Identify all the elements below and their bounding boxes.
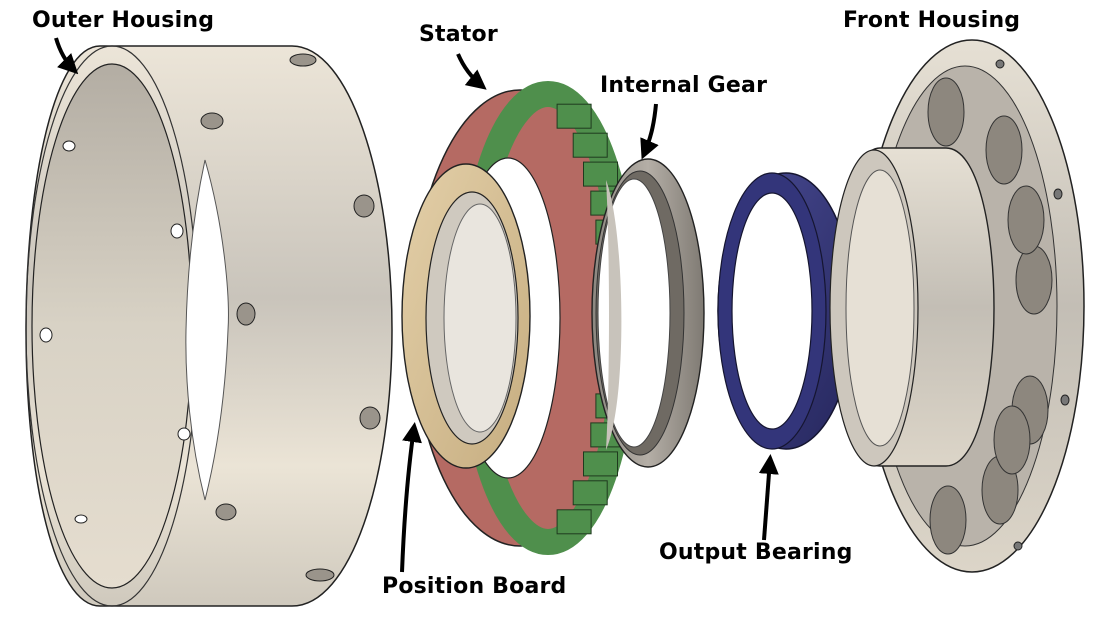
position-board-bore-inner bbox=[443, 203, 517, 433]
label-front-housing: Front Housing bbox=[843, 8, 1021, 33]
label-outer-housing: Outer Housing bbox=[32, 8, 215, 33]
arrow-position-board bbox=[400, 422, 422, 573]
stator-coil bbox=[572, 480, 608, 506]
arrow-outer-housing bbox=[54, 37, 79, 75]
mount-hole bbox=[1053, 188, 1063, 200]
front-housing-window bbox=[1015, 245, 1053, 315]
outer-housing-inner-bore bbox=[31, 63, 193, 589]
stator-coil bbox=[556, 509, 592, 535]
stator-coil bbox=[583, 161, 618, 187]
arrow-stator bbox=[456, 53, 487, 90]
mount-hole bbox=[200, 112, 224, 130]
front-housing-hub-bore bbox=[845, 169, 915, 447]
front-housing-window bbox=[993, 405, 1031, 475]
front-housing-window bbox=[985, 115, 1023, 185]
mount-hole bbox=[74, 514, 88, 524]
mount-hole bbox=[995, 59, 1005, 69]
output-bearing-part bbox=[717, 172, 855, 450]
mount-hole bbox=[1060, 394, 1070, 406]
label-output-bearing: Output Bearing bbox=[659, 540, 853, 565]
mount-hole bbox=[39, 327, 53, 343]
arrow-internal-gear bbox=[640, 103, 659, 160]
stator-coil bbox=[572, 132, 608, 158]
mount-hole bbox=[289, 53, 317, 67]
internal-gear-shadow bbox=[606, 180, 622, 450]
mount-hole bbox=[236, 302, 256, 326]
mount-hole bbox=[177, 427, 191, 441]
label-internal-gear: Internal Gear bbox=[600, 73, 768, 98]
mount-hole bbox=[170, 223, 184, 239]
label-stator: Stator bbox=[419, 22, 498, 47]
callout-arrows bbox=[54, 37, 779, 573]
front-housing-part bbox=[829, 39, 1085, 573]
arrow-output-bearing bbox=[758, 454, 779, 541]
outer-housing-opening bbox=[185, 159, 229, 501]
position-board-part bbox=[401, 163, 531, 469]
mount-hole bbox=[305, 568, 335, 582]
label-position-board: Position Board bbox=[382, 574, 567, 599]
front-housing-window bbox=[1007, 185, 1045, 255]
mount-hole bbox=[1013, 541, 1023, 551]
front-housing-windows bbox=[927, 77, 1053, 555]
stator-coil bbox=[556, 103, 592, 129]
outer-housing-part bbox=[25, 45, 393, 607]
stator-coil bbox=[583, 451, 618, 477]
mount-hole bbox=[353, 194, 375, 218]
output-bearing-bore bbox=[731, 192, 813, 430]
mount-hole bbox=[359, 406, 381, 430]
mount-hole bbox=[215, 503, 237, 521]
front-housing-window bbox=[929, 485, 967, 555]
internal-gear-part bbox=[591, 158, 705, 468]
front-housing-window bbox=[927, 77, 965, 147]
mount-hole bbox=[62, 140, 76, 152]
